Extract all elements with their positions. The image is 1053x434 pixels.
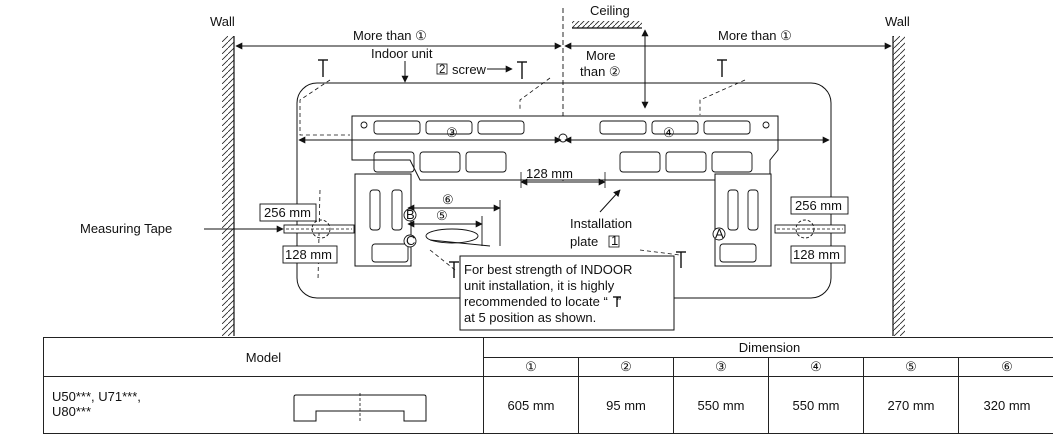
plate-number: 1: [611, 233, 618, 248]
svg-text:A: A: [715, 226, 724, 241]
column-header: ⑥: [959, 358, 1053, 377]
dimension-table: Model Dimension ① ② ③ ④ ⑤ ⑥ U50***, U71*…: [43, 337, 1053, 434]
screw-icon: [517, 62, 527, 79]
more-than-1-right-label: More than ①: [718, 28, 792, 43]
dimension-value: 550 mm: [674, 377, 769, 434]
svg-text:screw: screw: [452, 62, 487, 77]
screw-icon: [318, 60, 328, 77]
dimension-value: 550 mm: [769, 377, 864, 434]
marker-c: C: [404, 233, 416, 248]
wall-left-label: Wall: [210, 14, 235, 29]
more-than-1-left-label: More than ①: [353, 28, 427, 43]
dim-256-right-label: 256 mm: [795, 198, 842, 213]
left-wall: [222, 36, 234, 336]
indoor-unit-label: Indoor unit: [371, 46, 433, 61]
pipe-hole: [426, 200, 500, 246]
more-label: More: [586, 48, 616, 63]
svg-text:C: C: [406, 233, 415, 248]
note-line-1: For best strength of INDOOR: [464, 262, 632, 277]
ceiling: [572, 21, 642, 28]
dimension-value: 270 mm: [864, 377, 959, 434]
installation-pointer: [600, 190, 620, 212]
column-header: ②: [579, 358, 674, 377]
dimension-header: Dimension: [484, 338, 1053, 358]
dim-6-label: ⑥: [442, 192, 454, 207]
svg-text:2: 2: [439, 64, 445, 76]
plate-label: plate: [570, 234, 598, 249]
screw-icon: [449, 262, 459, 278]
dim-3-label: ③: [446, 125, 458, 140]
dimension-value: 605 mm: [484, 377, 579, 434]
dim-128-left-label: 128 mm: [285, 247, 332, 262]
dimension-value: 320 mm: [959, 377, 1053, 434]
dim-5-label: ⑤: [436, 208, 448, 223]
dim-256-left-label: 256 mm: [264, 205, 311, 220]
table-row: U50***, U71***, U80*** 605 mm 95 mm 550 …: [44, 377, 1053, 434]
screw-icon: [717, 60, 727, 77]
measuring-tape-right: [775, 220, 845, 238]
installation-label: Installation: [570, 216, 632, 231]
dimension-value: 95 mm: [579, 377, 674, 434]
column-header: ⑤: [864, 358, 959, 377]
model-header: Model: [44, 338, 484, 377]
ceiling-label: Ceiling: [590, 3, 630, 18]
column-header: ③: [674, 358, 769, 377]
measuring-tape-label: Measuring Tape: [80, 221, 172, 236]
column-header: ④: [769, 358, 864, 377]
bracket-icon: [292, 393, 428, 423]
wall-right-label: Wall: [885, 14, 910, 29]
model-cell: U50***, U71***, U80***: [44, 377, 484, 434]
right-wall: [893, 36, 905, 336]
marker-b: B: [404, 207, 416, 222]
marker-a: A: [713, 226, 725, 241]
installation-diagram: Wall Wall Ceiling More than ① More than …: [0, 0, 1053, 338]
note-line-4: at 5 position as shown.: [464, 310, 596, 325]
note-line-2: unit installation, it is highly: [464, 278, 615, 293]
dim-128-center-label: 128 mm: [526, 166, 573, 181]
dim-128-right-label: 128 mm: [793, 247, 840, 262]
screw-label: 2 screw: [437, 62, 512, 77]
dim-4-label: ④: [663, 125, 675, 140]
than-2-label: than ②: [580, 64, 621, 79]
model-name: U50***, U71***, U80***: [52, 389, 141, 419]
svg-text:B: B: [406, 207, 415, 222]
column-header: ①: [484, 358, 579, 377]
note-line-3: recommended to locate “”: [464, 294, 621, 309]
